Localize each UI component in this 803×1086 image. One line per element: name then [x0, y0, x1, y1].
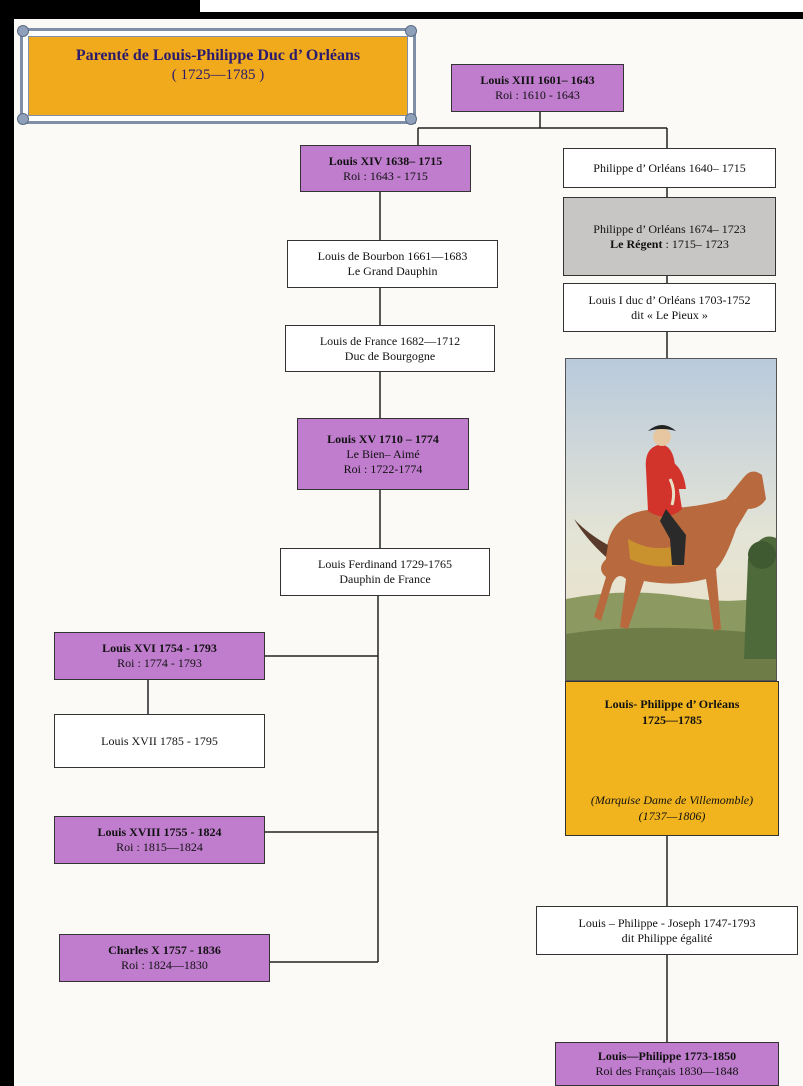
- person-reign: Roi : 1610 - 1643: [495, 88, 580, 102]
- page-title: Parenté de Louis-Philippe Duc d’ Orléans: [75, 47, 361, 64]
- person-name: Philippe d’ Orléans 1640– 1715: [593, 160, 746, 175]
- person-title: Dauphin de France: [339, 572, 431, 586]
- person-philippe-orleans-regent[interactable]: Philippe d’ Orléans 1674– 1723 Le Régent…: [563, 197, 776, 276]
- person-louis-xv[interactable]: Louis XV 1710 – 1774 Le Bien– Aimé Roi :…: [297, 418, 469, 490]
- title-panel: Parenté de Louis-Philippe Duc d’ Orléans…: [20, 28, 416, 124]
- person-name: Louis- Philippe d’ Orléans 1725—1785: [566, 696, 778, 728]
- top-strip: [200, 0, 803, 12]
- person-name: Louis XIV 1638– 1715: [328, 153, 443, 168]
- person-name-line: Louis- Philippe d’ Orléans: [604, 697, 740, 711]
- person-name: Louis XVII 1785 - 1795: [101, 733, 218, 748]
- person-reign: Roi : 1722-1774: [343, 461, 423, 476]
- person-philippe-orleans-1640[interactable]: Philippe d’ Orléans 1640– 1715: [563, 148, 776, 188]
- person-title: Duc de Bourgogne: [344, 348, 436, 363]
- person-duc-de-bourgogne[interactable]: Louis de France 1682—1712 Duc de Bourgog…: [285, 325, 495, 372]
- person-reign: Roi : 1774 - 1793: [117, 656, 202, 670]
- corner-ornament: [405, 113, 417, 125]
- person-name: Louis Ferdinand 1729-1765: [318, 557, 452, 571]
- person-reign: Roi des Français 1830—1848: [595, 1064, 739, 1078]
- person-louis-xiii[interactable]: Louis XIII 1601– 1643 Roi : 1610 - 1643: [451, 64, 624, 112]
- person-charles-x[interactable]: Charles X 1757 - 1836 Roi : 1824—1830: [59, 934, 270, 982]
- person-philippe-egalite[interactable]: Louis – Philippe - Joseph 1747-1793 dit …: [536, 906, 798, 955]
- person-title: Le Régent : 1715– 1723: [610, 237, 729, 252]
- person-name: Louis de France 1682—1712: [319, 333, 461, 348]
- title-inner: Parenté de Louis-Philippe Duc d’ Orléans…: [28, 36, 408, 116]
- person-name: Louis XV 1710 – 1774: [327, 431, 439, 446]
- person-name: Louis—Philippe 1773-1850: [597, 1049, 737, 1063]
- person-name: Charles X 1757 - 1836: [108, 943, 221, 957]
- person-louis-xvi[interactable]: Louis XVI 1754 - 1793 Roi : 1774 - 1793: [54, 632, 265, 680]
- person-reign: Roi : 1643 - 1715: [343, 168, 428, 183]
- corner-ornament: [17, 113, 29, 125]
- spouse-label: (Marquise Dame de Villemomble) (1737—180…: [566, 792, 778, 824]
- person-grand-dauphin[interactable]: Louis de Bourbon 1661—1683 Le Grand Daup…: [287, 240, 498, 288]
- corner-ornament: [17, 25, 29, 37]
- person-name: Philippe d’ Orléans 1674– 1723: [593, 221, 746, 236]
- person-name: Louis XIII 1601– 1643: [480, 73, 595, 87]
- person-name: Louis XVIII 1755 - 1824: [97, 825, 222, 839]
- person-years: 1725—1785: [642, 713, 702, 727]
- person-louis-ferdinand[interactable]: Louis Ferdinand 1729-1765 Dauphin de Fra…: [280, 548, 490, 596]
- person-louis-xiv[interactable]: Louis XIV 1638– 1715 Roi : 1643 - 1715: [300, 145, 471, 192]
- person-title: Le Grand Dauphin: [347, 264, 438, 278]
- equestrian-portrait-icon: [565, 358, 777, 681]
- person-louis-i-orleans[interactable]: Louis I duc d’ Orléans 1703-1752 dit « L…: [563, 283, 776, 332]
- regent-label: Le Régent: [610, 236, 663, 251]
- person-title: Le Bien– Aimé: [346, 446, 420, 461]
- page-title-years: ( 1725—1785 ): [171, 67, 265, 83]
- person-name: Louis – Philippe - Joseph 1747-1793: [578, 915, 756, 930]
- person-title: dit « Le Pieux »: [631, 307, 708, 322]
- spouse-years: (1737—1806): [638, 809, 706, 823]
- person-reign: Roi : 1815—1824: [116, 840, 203, 854]
- person-name: Louis de Bourbon 1661—1683: [317, 249, 468, 263]
- person-title: dit Philippe égalité: [621, 930, 713, 945]
- person-name: Louis I duc d’ Orléans 1703-1752: [588, 292, 751, 307]
- person-reign: Roi : 1824—1830: [121, 958, 208, 972]
- person-louis-philippe-roi[interactable]: Louis—Philippe 1773-1850 Roi des Françai…: [555, 1042, 779, 1086]
- person-louis-xviii[interactable]: Louis XVIII 1755 - 1824 Roi : 1815—1824: [54, 816, 265, 864]
- spouse-name: (Marquise Dame de Villemomble): [590, 793, 754, 807]
- regent-years: : 1715– 1723: [662, 236, 729, 251]
- person-louis-philippe-orleans[interactable]: Louis- Philippe d’ Orléans 1725—1785 (Ma…: [565, 681, 779, 836]
- corner-ornament: [405, 25, 417, 37]
- person-name: Louis XVI 1754 - 1793: [102, 641, 217, 655]
- person-louis-xvii[interactable]: Louis XVII 1785 - 1795: [54, 714, 265, 768]
